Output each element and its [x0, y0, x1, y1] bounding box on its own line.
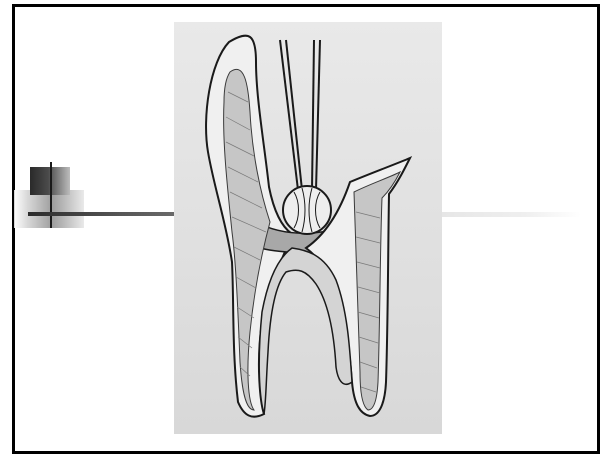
slide: [0, 0, 605, 444]
decorative-horizontal-line-left: [28, 212, 178, 216]
decorative-gradient-block: [14, 190, 84, 228]
tooth-with-probe-icon: [174, 22, 442, 434]
decorative-horizontal-line-right: [441, 212, 581, 217]
tooth-illustration-photo: [174, 22, 442, 434]
decorative-vertical-line: [50, 162, 52, 228]
